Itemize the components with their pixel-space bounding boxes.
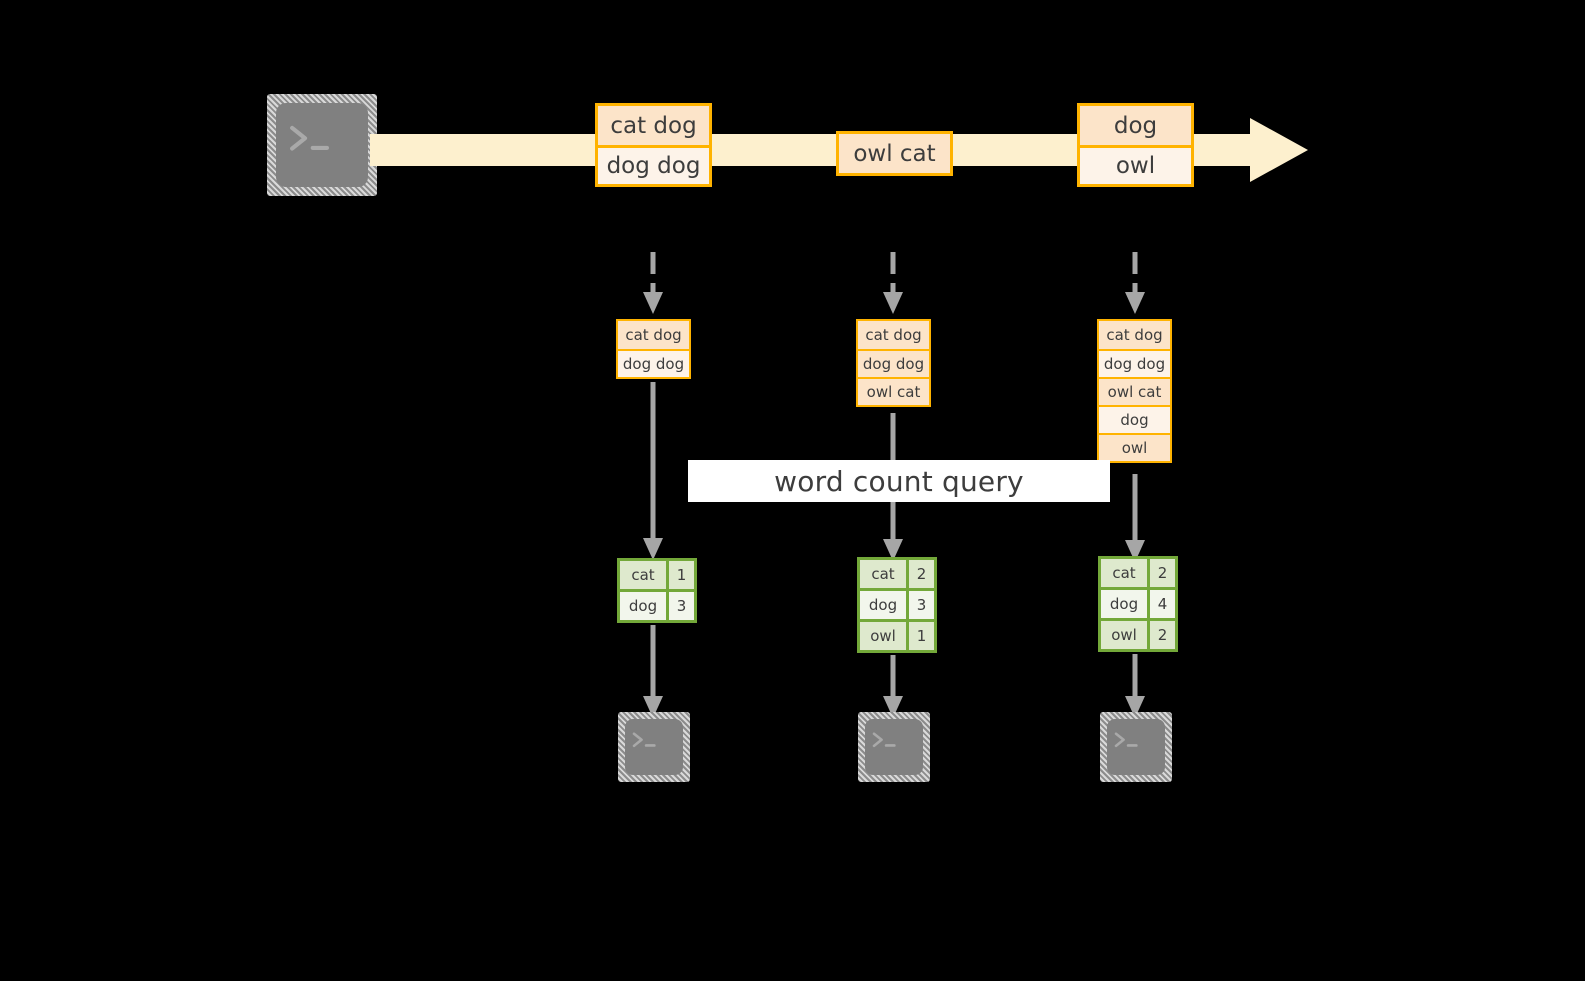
- table-row: cat 2: [1101, 559, 1175, 587]
- result-word: owl: [860, 622, 906, 650]
- result-word: owl: [1101, 621, 1147, 649]
- result-to-sink-connector-3: [1123, 654, 1147, 720]
- snapshot-2-events: cat dog dog dog owl cat: [856, 319, 931, 407]
- result-count: 3: [666, 592, 694, 620]
- result-table-1: cat 1 dog 3: [617, 558, 697, 623]
- stream-to-snapshot-connector-2: [878, 252, 908, 320]
- result-count: 1: [666, 561, 694, 589]
- event-line: owl: [1099, 433, 1170, 461]
- terminal-prompt-glyph: [872, 732, 896, 747]
- result-table-3: cat 2 dog 4 owl 2: [1098, 556, 1178, 652]
- event-line: dog: [1099, 405, 1170, 433]
- snapshot-3-events: cat dog dog dog owl cat dog owl: [1097, 319, 1172, 463]
- table-row: cat 2: [860, 560, 934, 588]
- query-label-band: word count query: [688, 460, 1110, 502]
- table-row: owl 2: [1101, 618, 1175, 649]
- table-row: dog 3: [860, 588, 934, 619]
- sink-terminal-icon-3: [1100, 712, 1172, 782]
- result-to-sink-connector-2: [881, 655, 905, 720]
- event-line: dog dog: [1099, 349, 1170, 377]
- result-word: dog: [620, 592, 666, 620]
- event-line: dog dog: [858, 349, 929, 377]
- result-word: cat: [860, 560, 906, 588]
- terminal-screen: [865, 719, 923, 775]
- result-count: 1: [906, 622, 934, 650]
- event-line: owl cat: [858, 377, 929, 405]
- query-label-text: word count query: [774, 464, 1024, 498]
- sink-terminal-icon-1: [618, 712, 690, 782]
- terminal-screen: [1107, 719, 1165, 775]
- event-line: cat dog: [618, 321, 689, 349]
- event-line: dog dog: [618, 349, 689, 377]
- snapshot-1-events: cat dog dog dog: [616, 319, 691, 379]
- stream-event-batch-2: owl cat: [836, 131, 953, 176]
- terminal-prompt-glyph: [632, 732, 656, 747]
- event-line: owl cat: [839, 134, 950, 173]
- result-word: dog: [1101, 590, 1147, 618]
- result-to-sink-connector-1: [641, 625, 665, 720]
- result-count: 2: [1147, 559, 1175, 587]
- result-count: 2: [1147, 621, 1175, 649]
- result-count: 3: [906, 591, 934, 619]
- terminal-screen: [276, 103, 368, 187]
- event-line: dog: [1080, 106, 1191, 145]
- terminal-prompt-glyph: [290, 126, 330, 152]
- stream-to-snapshot-connector-1: [638, 252, 668, 320]
- result-count: 4: [1147, 590, 1175, 618]
- terminal-prompt-glyph: [1114, 732, 1138, 747]
- snapshot-to-result-connector-1: [641, 382, 665, 562]
- stream-to-snapshot-connector-3: [1120, 252, 1150, 320]
- event-line: owl cat: [1099, 377, 1170, 405]
- table-row: dog 4: [1101, 587, 1175, 618]
- table-row: owl 1: [860, 619, 934, 650]
- event-line: cat dog: [858, 321, 929, 349]
- snapshot-to-result-connector-3: [1123, 474, 1147, 564]
- stream-event-batch-3: dog owl: [1077, 103, 1194, 187]
- sink-terminal-icon-2: [858, 712, 930, 782]
- event-line: dog dog: [598, 145, 709, 184]
- event-line: cat dog: [598, 106, 709, 145]
- event-line: owl: [1080, 145, 1191, 184]
- result-word: cat: [620, 561, 666, 589]
- event-line: cat dog: [1099, 321, 1170, 349]
- result-word: cat: [1101, 559, 1147, 587]
- result-word: dog: [860, 591, 906, 619]
- table-row: cat 1: [620, 561, 694, 589]
- source-terminal-icon: [267, 94, 377, 196]
- table-row: dog 3: [620, 589, 694, 620]
- stream-event-batch-1: cat dog dog dog: [595, 103, 712, 187]
- terminal-screen: [625, 719, 683, 775]
- result-count: 2: [906, 560, 934, 588]
- result-table-2: cat 2 dog 3 owl 1: [857, 557, 937, 653]
